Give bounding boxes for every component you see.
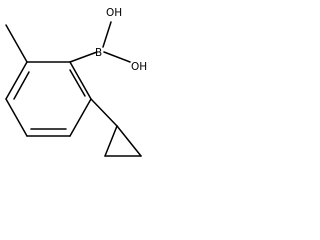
cyclopropyl-bond-right [116,125,142,157]
ring-double-bond-c5-c6 [13,71,30,100]
b-o-right-bond [103,51,131,63]
boron-label: B [95,47,102,59]
cyclopropyl-group [90,98,142,157]
methyl-bond [5,24,28,63]
hydroxyl-right-label: OH [131,61,147,73]
ring-bond-c2-c3 [69,98,92,137]
cyclopropyl-bond-left [104,125,118,157]
b-o-top-bond [102,21,112,48]
chemical-structure: B OH OH [5,7,147,157]
benzene-ring [5,61,92,137]
ring-double-bond-c1-c2 [69,69,86,97]
ring-bond-c5-c6 [5,61,28,100]
boronic-acid-group: B OH OH [69,7,147,73]
c-b-bond [69,51,98,63]
ring-bond-c1-c2 [69,61,92,100]
hydroxyl-top-label: OH [106,7,122,19]
ring-bond-c4-c5 [5,98,28,137]
ring-to-cyclopropyl-bond [90,98,118,127]
